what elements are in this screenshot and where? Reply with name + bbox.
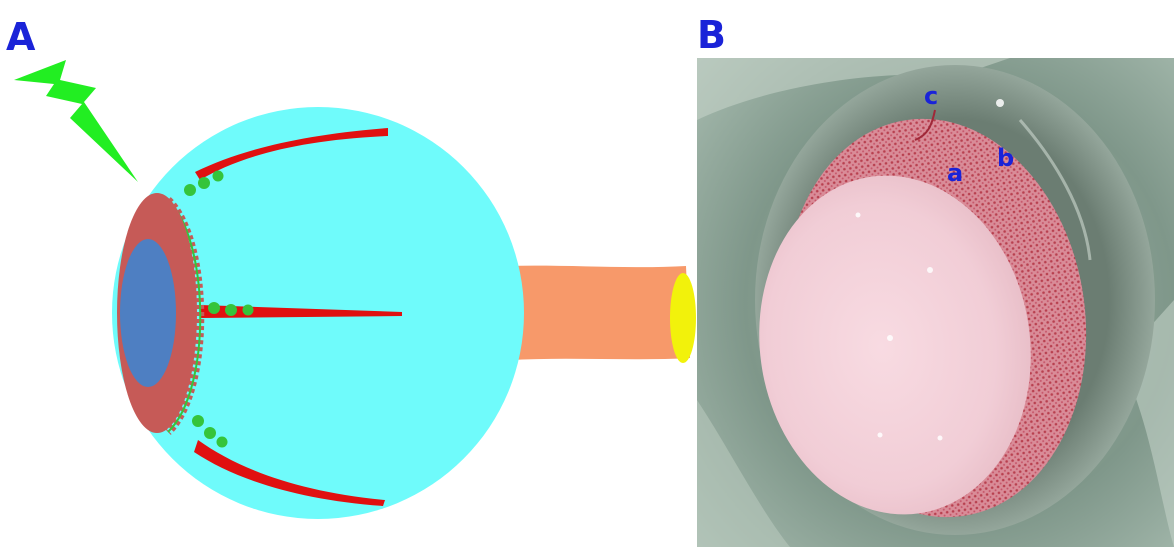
annotation-a: a (947, 159, 963, 187)
panel-label-a: A (6, 15, 36, 59)
annotation-c: c (924, 82, 938, 110)
optic-nerve-end (670, 273, 696, 363)
lightning-bolt-icon (14, 60, 138, 182)
pupil (120, 239, 176, 387)
eye-photo (697, 58, 1174, 547)
panel-b: B c a b (697, 13, 1174, 547)
panel-label-b: B (697, 13, 726, 57)
annotation-b: b (997, 144, 1014, 172)
panel-a: A (6, 15, 696, 519)
anterior-segment (117, 193, 200, 433)
